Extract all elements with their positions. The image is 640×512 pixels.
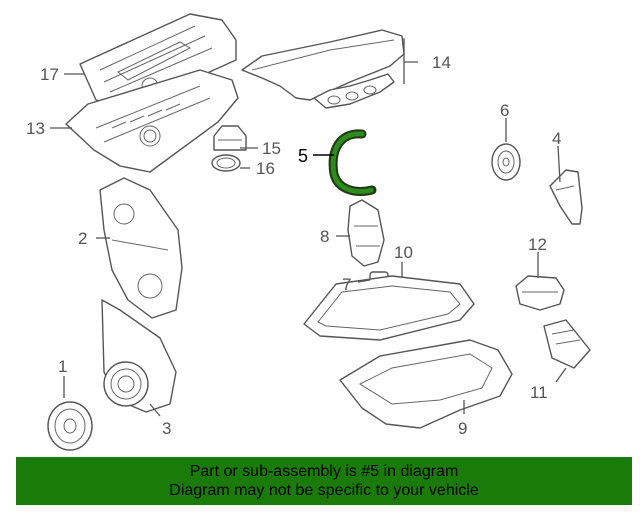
callout-2: 2 xyxy=(78,229,87,248)
part-9-oil-pan[interactable] xyxy=(339,339,513,429)
callout-10: 10 xyxy=(394,243,413,262)
part-10-oil-pan-gasket[interactable] xyxy=(303,275,475,341)
part-1-crankshaft-pulley[interactable] xyxy=(47,401,93,451)
parts-diagram: 1 2 3 4 5 6 7 8 9 10 11 12 13 14 15 16 1… xyxy=(26,13,591,451)
callout-8: 8 xyxy=(320,227,329,246)
part-14-valve-cover-gasket[interactable] xyxy=(241,29,405,109)
part-8-tensioner[interactable] xyxy=(347,199,385,267)
callout-16: 16 xyxy=(256,159,275,178)
callout-5: 5 xyxy=(298,146,308,166)
callout-leaders xyxy=(50,38,567,417)
callout-14: 14 xyxy=(432,53,451,72)
part-4-tensioner-guide[interactable] xyxy=(549,169,583,225)
part-15-oil-filler-cap[interactable] xyxy=(213,125,247,151)
part-3-lower-cover[interactable] xyxy=(101,299,177,413)
banner-line-1: Part or sub-assembly is #5 in diagram xyxy=(189,463,459,480)
part-2-timing-cover[interactable] xyxy=(99,177,183,319)
part-6-idler-pulley[interactable] xyxy=(491,143,521,181)
callout-1: 1 xyxy=(58,357,67,376)
part-13-valve-cover[interactable] xyxy=(65,69,239,173)
callout-4: 4 xyxy=(552,129,561,148)
callout-15: 15 xyxy=(262,139,281,158)
callout-13: 13 xyxy=(26,119,45,138)
callout-labels: 1 2 3 4 5 6 7 8 9 10 11 12 13 14 15 16 1… xyxy=(26,53,561,438)
callout-11: 11 xyxy=(530,383,548,402)
part-16-seal[interactable] xyxy=(211,154,241,172)
part-11-oil-filter[interactable] xyxy=(543,319,591,369)
part-5-timing-chain[interactable] xyxy=(328,129,377,196)
callout-17: 17 xyxy=(40,65,59,84)
callout-7: 7 xyxy=(342,275,351,294)
info-banner: Part or sub-assembly is #5 in diagram Di… xyxy=(16,457,632,505)
callout-6: 6 xyxy=(500,101,509,120)
part-12-filter-housing[interactable] xyxy=(515,275,565,311)
callout-3: 3 xyxy=(162,419,171,438)
banner-line-2: Diagram may not be specific to your vehi… xyxy=(169,482,479,499)
callout-9: 9 xyxy=(458,419,467,438)
callout-12: 12 xyxy=(528,235,547,254)
